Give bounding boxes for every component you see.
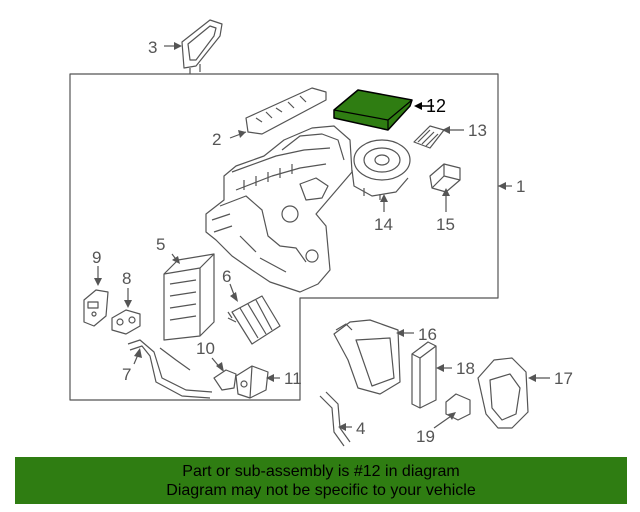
callout-4: 4 xyxy=(356,419,365,438)
callout-2: 2 xyxy=(212,130,221,149)
fitment-notice-banner: Part or sub-assembly is #12 in diagram D… xyxy=(15,457,627,504)
callout-12: 12 xyxy=(426,96,446,116)
callout-1: 1 xyxy=(516,177,525,196)
callout-17: 17 xyxy=(554,369,573,388)
part-12-cabin-filter xyxy=(333,89,413,131)
hvac-housing xyxy=(205,125,353,293)
part-18-filter xyxy=(411,341,437,409)
part-17-housing xyxy=(477,357,529,429)
callout-7: 7 xyxy=(122,365,131,384)
callout-3: 3 xyxy=(148,38,157,57)
part-3-seal xyxy=(181,19,223,74)
banner-line-1: Part or sub-assembly is #12 in diagram xyxy=(182,463,460,480)
part-2-duct xyxy=(245,87,327,135)
arrowheads xyxy=(94,42,536,431)
part-9-control-module xyxy=(83,289,109,327)
part-5-evaporator xyxy=(163,253,215,341)
callout-13: 13 xyxy=(468,121,487,140)
callout-16: 16 xyxy=(418,325,437,344)
part-16-duct xyxy=(333,319,401,395)
part-4-hose xyxy=(319,391,351,447)
part-13-filter-cover xyxy=(413,125,445,149)
callout-9: 9 xyxy=(92,248,101,267)
callout-11: 11 xyxy=(284,369,302,388)
callout-10: 10 xyxy=(196,339,215,358)
part-7-drain-hose xyxy=(127,339,213,399)
callout-8: 8 xyxy=(122,269,131,288)
callout-19: 19 xyxy=(416,427,435,446)
part-19-sensor xyxy=(445,393,471,421)
callout-5: 5 xyxy=(156,235,165,254)
part-8-sensor xyxy=(111,309,141,335)
banner-line-2: Diagram may not be specific to your vehi… xyxy=(166,482,476,499)
leader-lines xyxy=(97,45,550,429)
arrowhead-12 xyxy=(414,102,422,110)
callout-18: 18 xyxy=(456,359,475,378)
part-14-blower-motor xyxy=(351,139,411,200)
assembly-frame xyxy=(69,73,499,401)
callout-14: 14 xyxy=(374,215,393,234)
callout-15: 15 xyxy=(436,215,455,234)
part-15-resistor xyxy=(429,163,461,193)
parts-diagram: 1 2 3 4 5 6 7 8 9 10 11 12 13 14 15 16 1… xyxy=(69,19,573,447)
part-6-heater-core xyxy=(227,295,281,345)
part-11-actuator xyxy=(235,365,269,399)
part-10-actuator xyxy=(213,369,237,391)
callout-6: 6 xyxy=(222,267,231,286)
